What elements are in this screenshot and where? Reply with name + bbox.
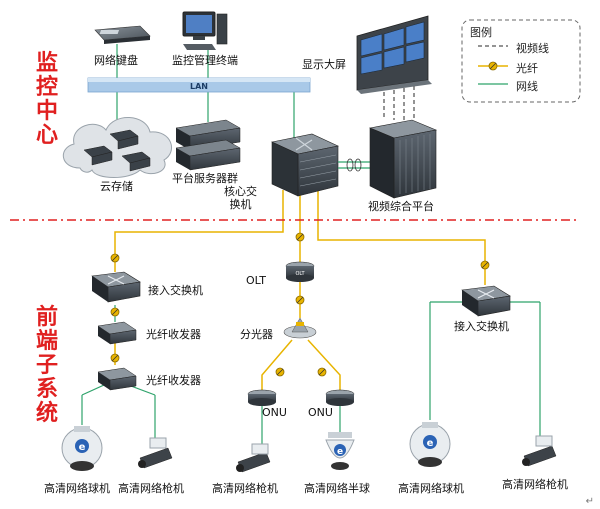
label-access-switch-right: 接入交换机 (454, 320, 509, 333)
label-keyboard: 网络键盘 (94, 54, 138, 67)
legend-box (461, 19, 581, 103)
label-onu-2: ONU (308, 406, 333, 419)
legend-title: 图例 (470, 26, 492, 39)
label-onu-1: ONU (262, 406, 287, 419)
svg-text:OLT: OLT (295, 271, 305, 277)
label-display: 显示大屏 (302, 58, 346, 71)
access-switch-left-icon (91, 271, 141, 303)
trunk-link (338, 158, 372, 172)
label-servers: 平台服务器群 (172, 172, 238, 185)
section-char: 中 (35, 99, 58, 124)
legend-label-video: 视频线 (516, 42, 549, 55)
label-access-switch-left: 接入交换机 (148, 284, 203, 297)
label-video-platform: 视频综合平台 (368, 200, 434, 213)
access-switch-right-icon (461, 285, 511, 317)
mini-dome-camera-icon: e (325, 432, 355, 470)
transceiver-1-icon (97, 321, 137, 345)
label-olt: OLT (246, 274, 266, 287)
dome-camera-2-icon: e (409, 422, 451, 467)
label-camera: 高清网络球机 (44, 482, 110, 495)
svg-text:e: e (427, 438, 434, 449)
bullet-camera-2-icon (236, 443, 271, 473)
label-transceiver-1: 光纤收发器 (146, 328, 201, 341)
section-monitoring-center: 监 控 中 心 (34, 52, 60, 148)
olt-icon: OLT (285, 261, 315, 282)
dome-camera-1-icon: e (61, 426, 103, 471)
label-camera: 高清网络枪机 (212, 482, 278, 495)
fiber-connectors (110, 232, 490, 377)
label-camera: 高清网络枪机 (502, 478, 568, 491)
bullet-camera-3-icon (522, 435, 557, 467)
label-transceiver-2: 光纤收发器 (146, 374, 201, 387)
transceiver-2-icon (97, 367, 137, 391)
legend-label-net: 网线 (516, 80, 538, 93)
svg-text:e: e (337, 447, 343, 457)
splitter-icon (283, 317, 317, 339)
video-wall-icon (356, 15, 432, 120)
section-char: 统 (35, 401, 58, 426)
server-cluster-icon (175, 119, 241, 171)
label-camera: 高清网络球机 (398, 482, 464, 495)
section-char: 系 (35, 377, 58, 402)
bullet-camera-1-icon (138, 437, 173, 469)
section-char: 心 (35, 123, 58, 148)
legend-label-fiber: 光纤 (516, 62, 538, 75)
section-front-end: 前 端 子 系 统 (34, 306, 60, 426)
section-char: 前 (35, 305, 58, 330)
cloud-storage-icon (63, 117, 173, 178)
label-terminal: 监控管理终端 (172, 54, 238, 67)
label-splitter: 分光器 (240, 328, 273, 341)
lan-label: LAN (190, 82, 208, 91)
label-core-switch: 核心交 换机 (224, 185, 257, 211)
label-camera: 高清网络枪机 (118, 482, 184, 495)
core-switch-icon (271, 133, 339, 197)
onu-1-icon (247, 389, 277, 406)
computer-icon (182, 11, 228, 50)
return-mark: ↵ (585, 496, 594, 507)
lan-bus: LAN (87, 77, 311, 93)
onu-2-icon (325, 389, 355, 406)
section-char: 子 (35, 353, 58, 378)
section-char: 端 (35, 329, 58, 354)
keyboard-icon (94, 25, 151, 44)
section-char: 监 (35, 51, 58, 76)
label-cloud: 云存储 (100, 180, 133, 193)
video-platform-icon (368, 119, 438, 199)
label-camera: 高清网络半球 (304, 482, 370, 495)
section-char: 控 (35, 75, 58, 100)
net-cables (81, 44, 541, 450)
svg-text:e: e (79, 442, 86, 453)
